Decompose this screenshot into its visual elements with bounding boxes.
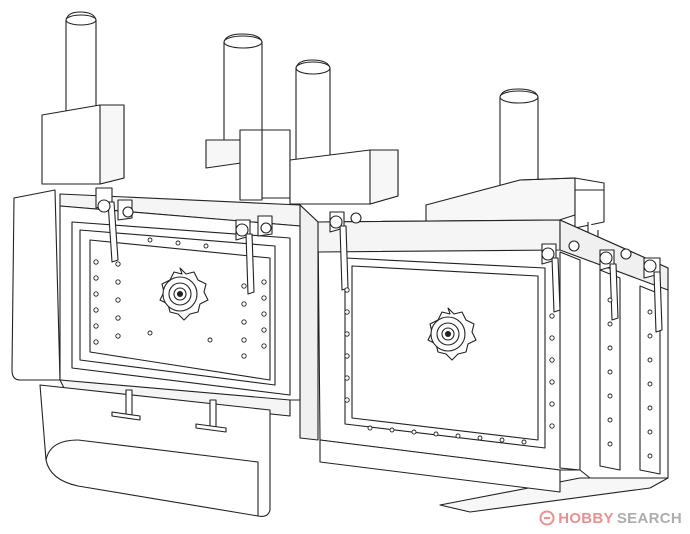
hobby-search-logo-icon [539, 510, 555, 526]
left-dial [159, 267, 209, 321]
watermark-brand-hobby: HOBBY [558, 509, 614, 527]
left-upright [41, 11, 125, 185]
middle-uprights [205, 33, 399, 205]
watermark-brand-search: SEARCH [616, 509, 682, 527]
rivets [93, 237, 653, 459]
left-main-frame [11, 189, 319, 517]
hobby-search-watermark: HOBBY SEARCH [539, 508, 682, 528]
hinge-latches [95, 187, 663, 333]
right-dial [427, 307, 477, 361]
